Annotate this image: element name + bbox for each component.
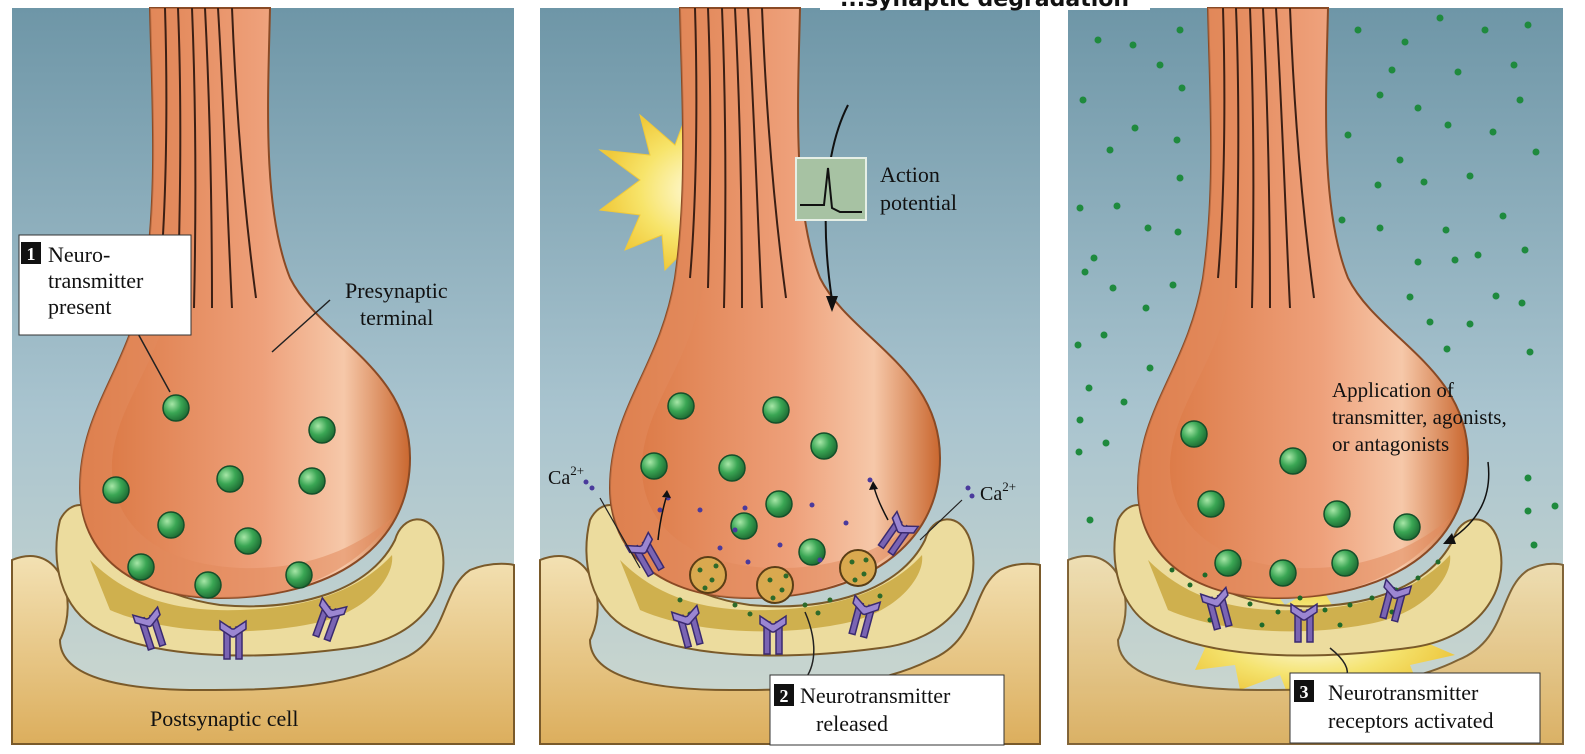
application-label-line-1: Application of [1332,378,1454,402]
callout-1-line-2: transmitter [48,268,144,293]
panel-2: Ca2+ Ca2+ Action potential 2 Neurotransm… [540,8,1040,745]
vesicle [763,397,789,423]
vesicle [103,477,129,503]
vesicle [128,554,154,580]
vesicle [217,466,243,492]
callout-2-line-2: released [816,711,888,736]
vesicle [811,433,837,459]
vesicle [1181,421,1207,447]
vesicle [195,572,221,598]
vesicle [286,562,312,588]
callout-1-line-1: Neuro- [48,242,110,267]
callout-3-line-1: Neurotransmitter [1328,680,1479,705]
presynaptic-label-line-1: Presynaptic [345,278,448,303]
callout-1-line-3: present [48,294,112,319]
vesicle [309,417,335,443]
vesicle [1394,514,1420,540]
action-potential-label-line-2: potential [880,190,957,215]
action-potential-label-line-1: Action [880,162,940,187]
panel-3: Application of transmitter, agonists, or… [1068,8,1563,744]
step-1-number: 1 [27,244,36,264]
step-2-number: 2 [780,686,789,706]
handwritten-note: ...synaptic degradation [840,0,1129,12]
vesicle [235,528,261,554]
vesicle [1332,550,1358,576]
step-3-number: 3 [1300,682,1309,702]
vesicle [1215,550,1241,576]
vesicle [719,455,745,481]
postsynaptic-label: Postsynaptic cell [150,706,298,731]
vesicle [1280,448,1306,474]
vesicle [766,491,792,517]
callout-3-line-2: receptors activated [1328,708,1494,733]
vesicle [641,453,667,479]
vesicle [1270,560,1296,586]
callout-2-line-1: Neurotransmitter [800,683,951,708]
vesicle [1324,501,1350,527]
vesicle [1198,491,1224,517]
application-label-line-2: transmitter, agonists, [1332,405,1507,429]
panel-1: 1 Neuro- transmitter present Presynaptic… [12,8,514,744]
vesicle [299,468,325,494]
application-label-line-3: or antagonists [1332,432,1449,456]
vesicle [731,513,757,539]
presynaptic-label-line-2: terminal [360,305,433,330]
vesicle [668,393,694,419]
vesicle [158,512,184,538]
vesicle [163,395,189,421]
